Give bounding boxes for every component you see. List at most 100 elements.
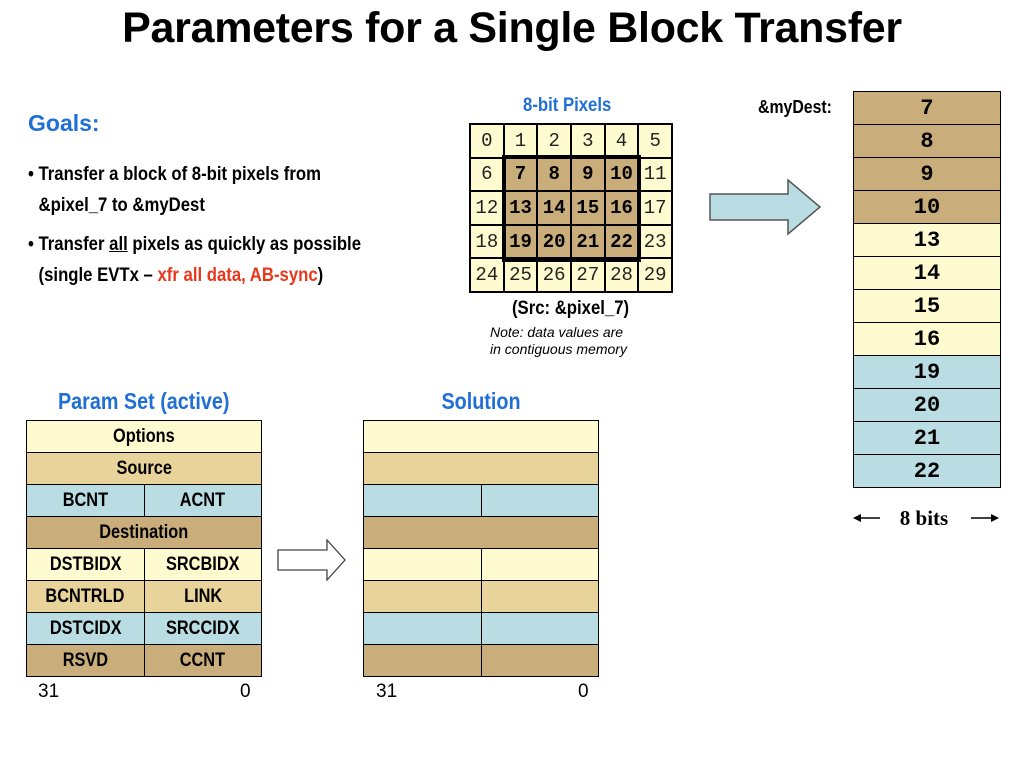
- rsvd-field: RSVD: [62, 649, 108, 671]
- param-row-source: Source: [27, 453, 261, 485]
- goal-bullet-2-pre: • Transfer: [28, 234, 110, 255]
- solution-source-cell[interactable]: [364, 453, 598, 484]
- goal-bullet-2-line1: • Transfer all pixels as quickly as poss…: [28, 229, 361, 260]
- dest-byte: 7: [854, 92, 1000, 125]
- transfer-arrow-icon: [709, 178, 822, 236]
- pixel-cell-selected: 10: [604, 157, 639, 192]
- goal-bullet-1: • Transfer a block of 8-bit pixels from …: [28, 159, 321, 221]
- pixel-cell: 28: [604, 258, 639, 292]
- pixel-cell-selected: 15: [571, 191, 605, 225]
- pixel-cell-selected: 19: [503, 224, 538, 259]
- pixel-cell: 3: [571, 124, 605, 158]
- dest-byte: 21: [854, 422, 1000, 455]
- solution-dstcidx-cell[interactable]: [364, 613, 481, 644]
- solution-row-counts: [364, 485, 598, 517]
- source-label: (Src: &pixel_7): [511, 298, 630, 319]
- pixel-cell: 18: [470, 224, 504, 259]
- source-field: Source: [116, 457, 172, 479]
- solution-row-options: [364, 421, 598, 453]
- solution-row-destination: [364, 517, 598, 549]
- pixel-cell-selected: 9: [571, 157, 605, 192]
- width-arrow-right-icon: [971, 514, 999, 522]
- solution-title: Solution: [441, 388, 521, 414]
- pixel-cell-selected: 20: [537, 224, 571, 259]
- pixel-cell-selected: 22: [604, 224, 639, 259]
- pixel-cell: 4: [604, 124, 639, 158]
- pixels-title: 8-bit Pixels: [523, 95, 612, 116]
- goal-bullet-1-line2: &pixel_7 to &myDest: [38, 195, 205, 216]
- param-set-title: Param Set (active): [58, 388, 230, 414]
- pixel-cell-selected: 8: [537, 157, 571, 192]
- dest-byte: 8: [854, 125, 1000, 158]
- param-bit-high: 31: [38, 681, 60, 702]
- goal-bullet-2-line2-pre: (single EVTx –: [38, 265, 158, 286]
- srccidx-field: SRCCIDX: [165, 617, 240, 639]
- goal-bullet-2-highlight: xfr all data, AB-sync: [157, 265, 318, 286]
- pixel-cell-selected: 16: [604, 191, 639, 225]
- memory-note-line2: in contiguous memory: [490, 341, 627, 357]
- dest-byte: 16: [854, 323, 1000, 356]
- pixel-cell-selected: 14: [537, 191, 571, 225]
- goal-bullet-2-line2-post: ): [317, 265, 324, 286]
- dest-label: &myDest:: [758, 97, 832, 117]
- dstbidx-field: DSTBIDX: [49, 553, 122, 575]
- solution-srcbidx-cell[interactable]: [480, 549, 599, 580]
- pixel-cell: 24: [470, 258, 504, 292]
- dest-byte: 9: [854, 158, 1000, 191]
- options-field: Options: [113, 425, 175, 447]
- pixel-cell: 6: [470, 157, 504, 192]
- dest-byte: 22: [854, 455, 1000, 488]
- solution-srccidx-cell[interactable]: [480, 613, 599, 644]
- ccnt-field: CCNT: [180, 649, 226, 671]
- solution-bit-low: 0: [578, 681, 589, 702]
- pixel-cell: 5: [638, 124, 672, 158]
- destination-field: Destination: [99, 521, 189, 543]
- solution-row-cidx: [364, 613, 598, 645]
- goal-bullet-2: • Transfer all pixels as quickly as poss…: [28, 229, 361, 291]
- pixel-cell: 17: [638, 191, 672, 225]
- pixel-cell: 26: [537, 258, 571, 292]
- solution-row-link: [364, 581, 598, 613]
- solution-row-source: [364, 453, 598, 485]
- pixel-cell: 23: [638, 224, 672, 259]
- width-label: 8 bits: [899, 506, 949, 530]
- solution-table: [363, 420, 599, 677]
- goals-heading: Goals:: [28, 110, 100, 136]
- dest-byte: 10: [854, 191, 1000, 224]
- param-row-destination: Destination: [27, 517, 261, 549]
- acnt-field: ACNT: [180, 489, 226, 511]
- solution-rsvd-cell[interactable]: [364, 645, 481, 676]
- solution-destination-cell[interactable]: [364, 517, 598, 548]
- solution-link-cell[interactable]: [480, 581, 599, 612]
- goal-bullet-2-line2: (single EVTx – xfr all data, AB-sync): [28, 260, 361, 291]
- solution-acnt-cell[interactable]: [480, 485, 599, 516]
- solution-bcntrld-cell[interactable]: [364, 581, 481, 612]
- solution-bcnt-cell[interactable]: [364, 485, 481, 516]
- memory-note-line1: Note: data values are: [490, 324, 624, 340]
- dest-column: 7 8 9 10 13 14 15 16 19 20 21 22: [853, 91, 1001, 488]
- pixel-cell: 29: [638, 258, 672, 292]
- pixel-cell: 2: [537, 124, 571, 158]
- solution-dstbidx-cell[interactable]: [364, 549, 481, 580]
- dest-byte: 19: [854, 356, 1000, 389]
- param-bit-low: 0: [240, 681, 251, 702]
- goal-bullet-2-post: pixels as quickly as possible: [127, 234, 361, 255]
- param-row-options: Options: [27, 421, 261, 453]
- dest-byte: 14: [854, 257, 1000, 290]
- solution-arrow-icon: [277, 539, 346, 581]
- pixel-cell: 0: [470, 124, 504, 158]
- dest-byte: 20: [854, 389, 1000, 422]
- pixel-cell-selected: 13: [503, 191, 538, 225]
- pixel-cell: 12: [470, 191, 504, 225]
- pixel-cell: 25: [503, 258, 538, 292]
- solution-options-cell[interactable]: [364, 421, 598, 452]
- solution-row-bidx: [364, 549, 598, 581]
- solution-ccnt-cell[interactable]: [480, 645, 599, 676]
- memory-note: Note: data values are in contiguous memo…: [490, 324, 627, 358]
- goal-bullet-1-line1: • Transfer a block of 8-bit pixels from: [28, 164, 321, 185]
